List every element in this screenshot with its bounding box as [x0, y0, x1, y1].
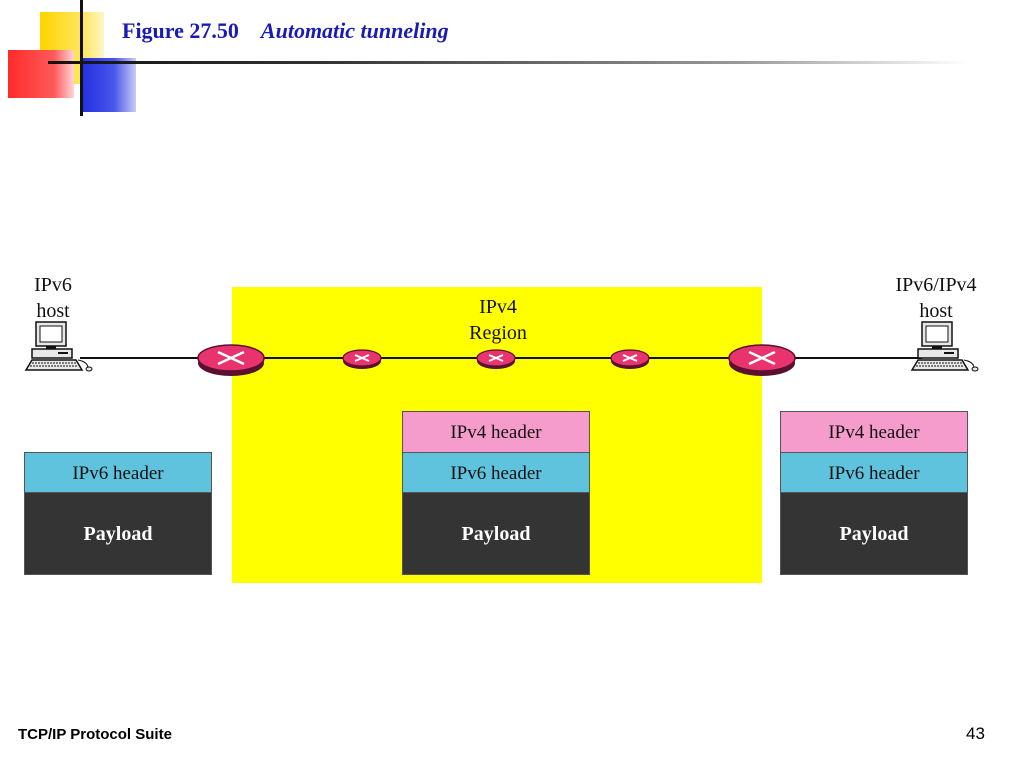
ipv4-header-cell: IPv4 header [780, 411, 968, 453]
router-icon-inner-3 [610, 349, 650, 369]
router-icon-inner-1 [342, 349, 382, 369]
title-underline [48, 61, 968, 64]
region-label-line1: IPv4 [479, 296, 517, 318]
computer-icon-left-host [25, 321, 93, 372]
ipv6-header-cell: IPv6 header [780, 452, 968, 493]
payload-cell: Payload [780, 492, 968, 575]
payload-cell: Payload [402, 492, 590, 575]
left-host-label-line1: IPv6 [34, 274, 72, 296]
logo-vertical-line [80, 0, 83, 116]
region-label-line2: Region [469, 322, 527, 344]
logo-red-square [8, 50, 74, 98]
footer-text: TCP/IP Protocol Suite [18, 726, 172, 743]
computer-icon-right-host [911, 321, 979, 372]
router-icon-right-edge [728, 344, 796, 376]
logo-blue-square [82, 58, 136, 112]
packet-right: IPv4 header IPv6 header Payload [780, 411, 968, 575]
ipv6-header-cell: IPv6 header [402, 452, 590, 493]
right-host-label-line1: IPv6/IPv4 [895, 274, 977, 296]
figure-caption: Automatic tunneling [260, 18, 449, 43]
ipv4-header-cell: IPv4 header [402, 411, 590, 453]
router-icon-left-edge [197, 344, 265, 376]
packet-middle: IPv4 header IPv6 header Payload [402, 411, 590, 575]
figure-number: Figure 27.50 [122, 18, 239, 43]
page-number: 43 [966, 724, 985, 743]
right-host-label: IPv6/IPv4 host [884, 272, 988, 324]
left-host-label-line2: host [36, 300, 70, 322]
packet-left: IPv6 header Payload [24, 452, 212, 575]
payload-cell: Payload [24, 492, 212, 575]
right-host-label-line2: host [919, 300, 953, 322]
ipv6-header-cell: IPv6 header [24, 452, 212, 493]
left-host-label: IPv6 host [18, 272, 88, 324]
slide-title: Figure 27.50 Automatic tunneling [122, 18, 449, 44]
region-label: IPv4 Region [448, 294, 548, 346]
router-icon-inner-2 [476, 349, 516, 369]
